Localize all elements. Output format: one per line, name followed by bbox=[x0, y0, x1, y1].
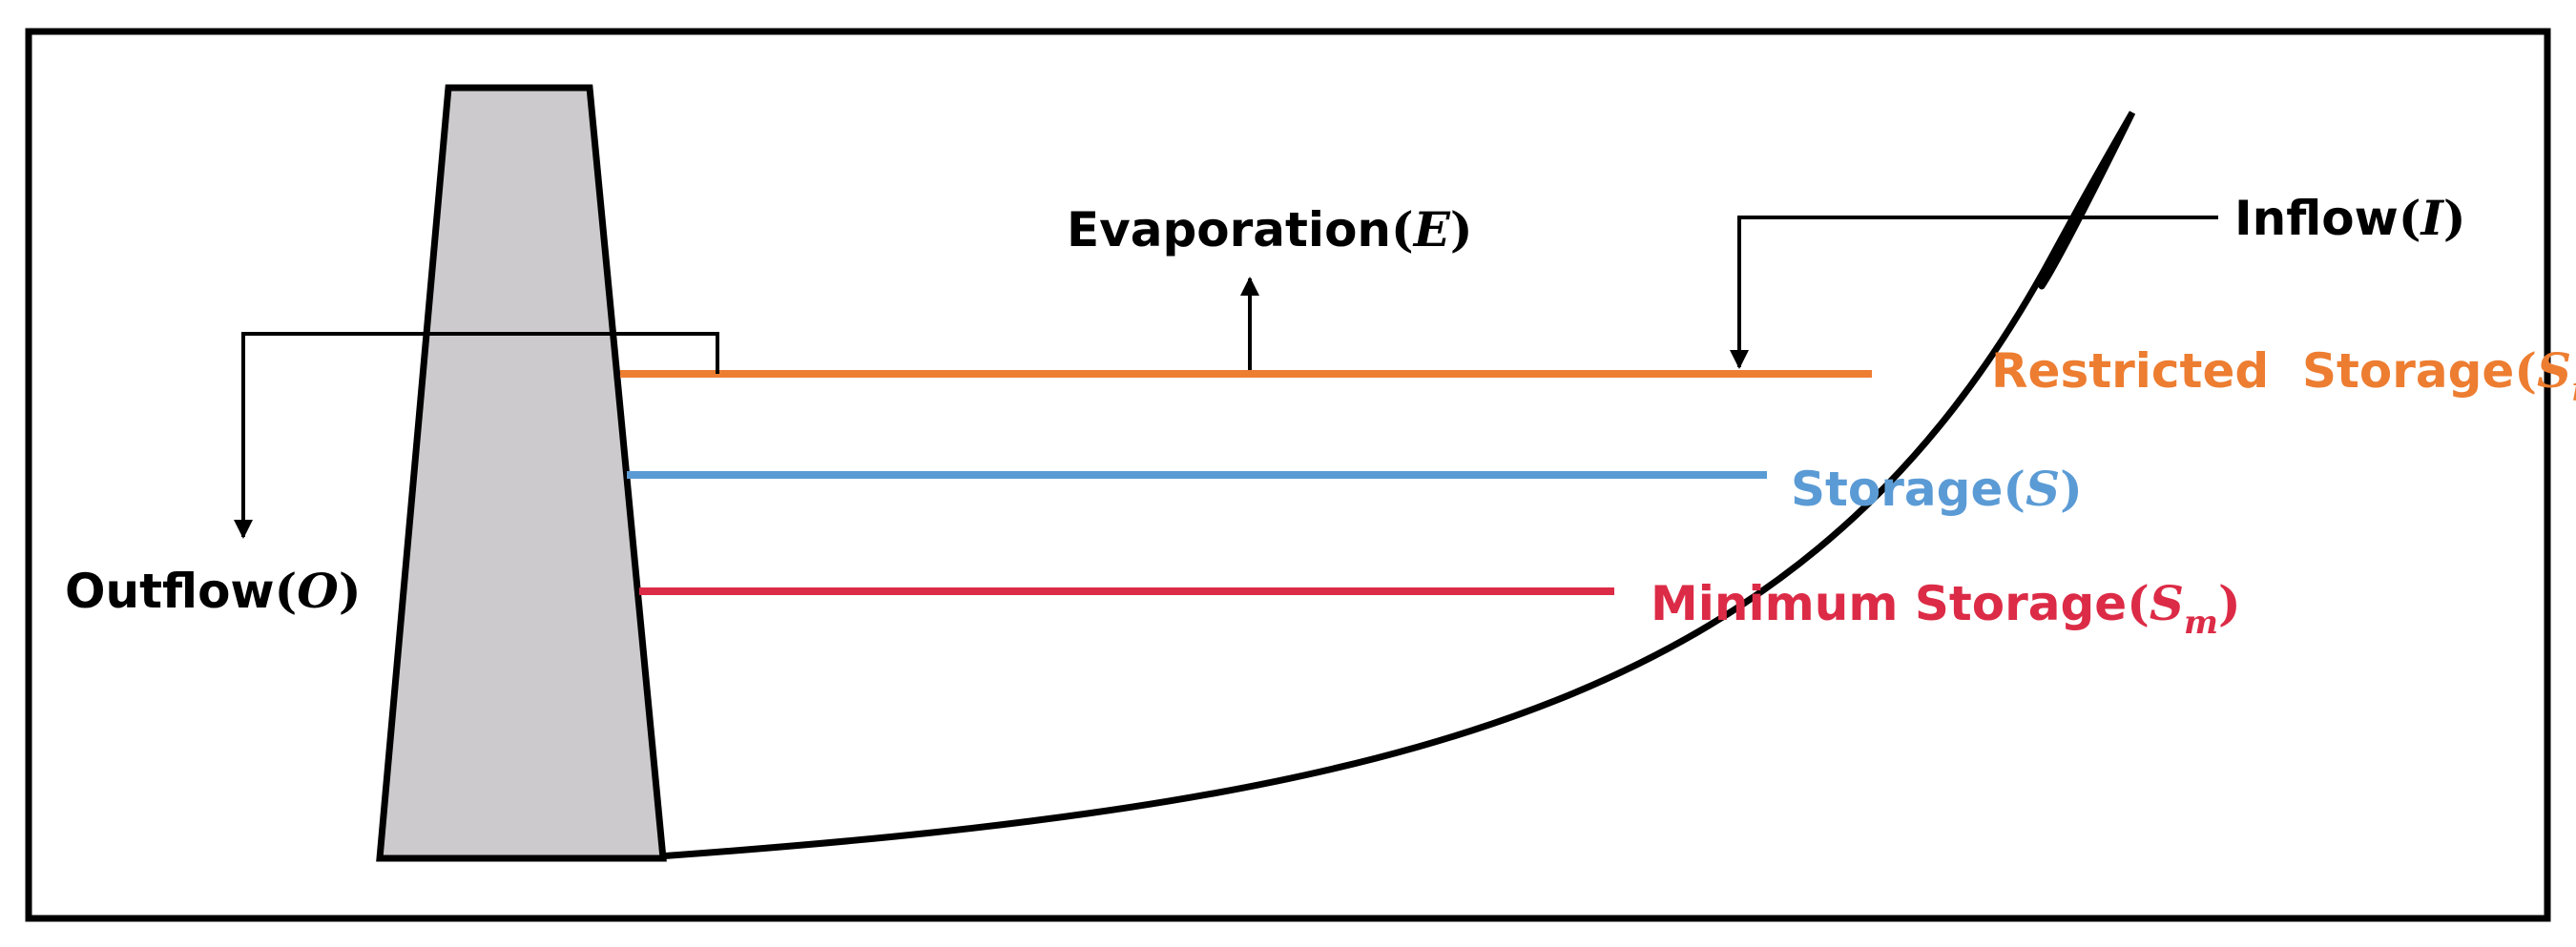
evaporation-label: Evaporation(E) bbox=[1067, 201, 1472, 257]
outflow-label: Outflow(O) bbox=[65, 563, 362, 619]
inflow-connector bbox=[1730, 216, 2218, 369]
outflow-connector bbox=[234, 332, 719, 539]
inflow-label: Inflow(I) bbox=[2234, 190, 2466, 246]
restricted-storage-label: Restricted Storage(Sr) bbox=[1908, 342, 2576, 409]
valley-curve bbox=[654, 111, 2136, 860]
diagram-frame bbox=[25, 28, 2551, 922]
minimum-storage-label: Minimum Storage(Sm) bbox=[1651, 575, 2241, 642]
storage-label: Storage(S) bbox=[1791, 461, 2083, 517]
dam bbox=[376, 84, 667, 862]
